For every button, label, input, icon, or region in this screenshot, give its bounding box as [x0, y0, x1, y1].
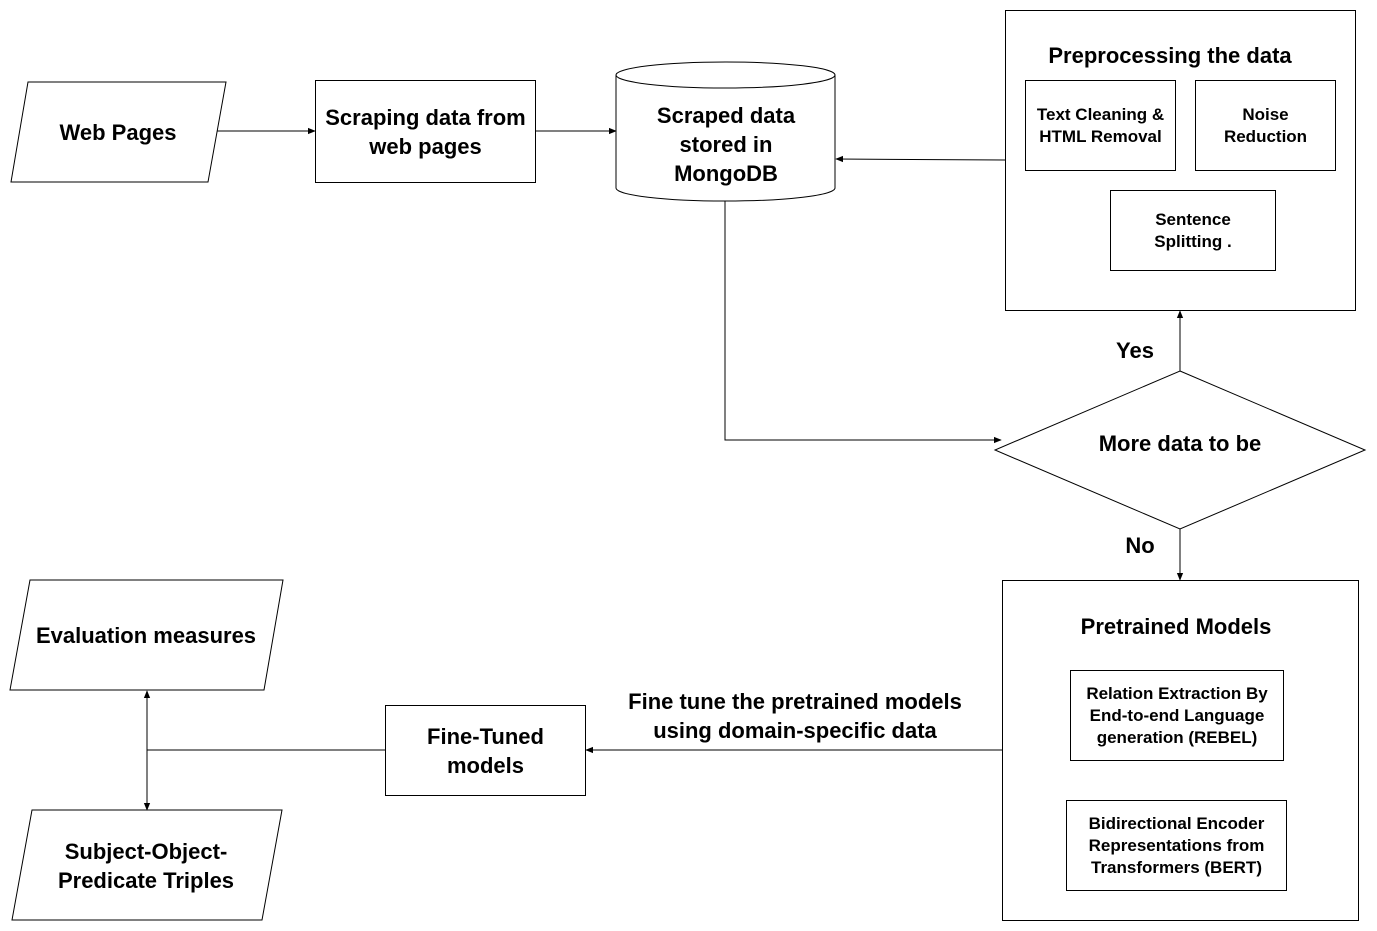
triples-shape — [11, 809, 283, 921]
pretrained-title: Pretrained Models — [1080, 613, 1272, 639]
triples-label: Subject-Object-Predicate Triples — [57, 839, 235, 893]
mongodb-cylinder — [615, 61, 836, 202]
text-cleaning-node: Text Cleaning & HTML Removal — [1025, 80, 1176, 171]
noise-reduction-node: Noise Reduction — [1195, 80, 1336, 171]
fine-tuned-node: Fine-Tuned models — [385, 705, 586, 796]
rebel-node: Relation Extraction By End-to-end Langua… — [1070, 670, 1284, 761]
decision-label: More data to be — [1098, 430, 1262, 456]
web-pages-shape — [10, 81, 227, 183]
bert-node: Bidirectional Encoder Representations fr… — [1066, 800, 1287, 891]
sentence-splitting-node: Sentence Splitting . — [1110, 190, 1276, 271]
preprocessing-title: Preprocessing the data — [1048, 42, 1292, 68]
edge-mongodb-to-decision — [724, 201, 1002, 444]
web-pages-label: Web Pages — [59, 119, 177, 145]
evaluation-label: Evaluation measures — [35, 622, 257, 648]
edge-preprocessing-to-mongodb — [835, 155, 1006, 163]
mongodb-label: Scraped data stored in MongoDB — [656, 102, 796, 186]
fine-tune-edge-label: Fine tune the pretrained models using do… — [628, 689, 962, 743]
evaluation-shape — [9, 579, 284, 691]
no-label: No — [1125, 532, 1155, 558]
scraping-node: Scraping data from web pages — [315, 80, 536, 183]
yes-label: Yes — [1116, 337, 1154, 363]
